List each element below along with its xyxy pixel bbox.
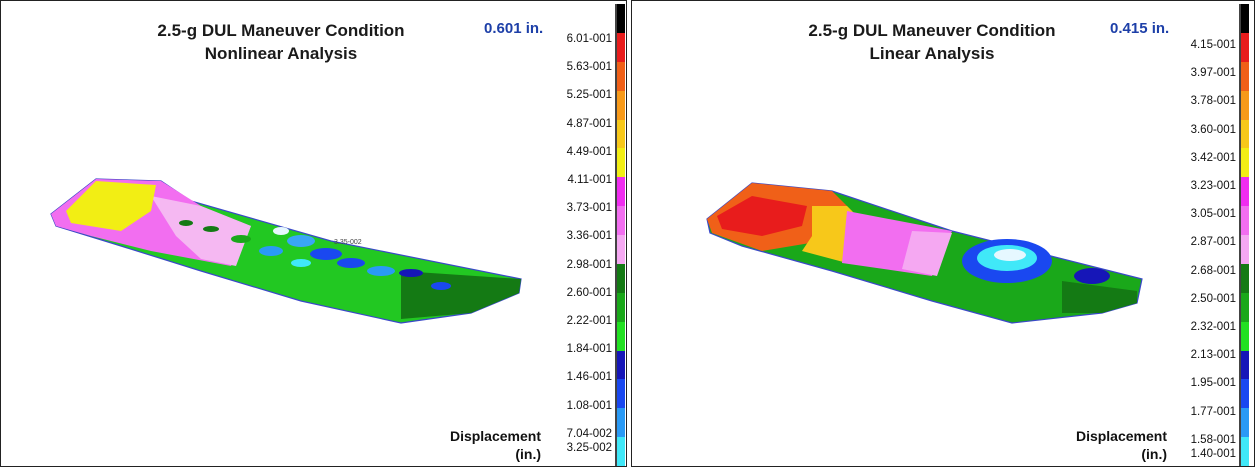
legend-swatch [1241,119,1249,149]
legend-tick-label: 2.50-001 [1190,292,1236,305]
linear-fem-model [706,182,1143,324]
panel-title: 2.5-g DUL Maneuver Condition Nonlinear A… [81,19,481,65]
legend-tick-label: 1.08-001 [566,399,612,412]
nonlinear-fem-model: 3.35-002 [50,178,522,324]
legend-swatch [1241,379,1249,409]
legend-tick-label: 3.36-001 [566,230,612,243]
legend-title: Displacement (in.) [441,427,541,463]
legend-swatch [1241,408,1249,438]
color-legend-bar [617,4,625,466]
legend-tick-label: 1.77-001 [1190,405,1236,418]
legend-swatch [1241,4,1249,34]
blue-displacement-bubbles [179,220,451,290]
legend-swatch [1241,263,1249,294]
legend-swatch [1241,437,1249,466]
legend-title-line1: Displacement [449,428,541,444]
legend-swatch [617,235,625,265]
legend-swatch [617,4,625,34]
title-line2: Linear Analysis [869,44,995,63]
legend-tick-label: 4.87-001 [566,117,612,130]
legend-swatch [1241,90,1249,120]
legend-swatch [1241,61,1249,92]
legend-swatch [617,408,625,438]
legend-tick-label: 5.25-001 [566,89,612,102]
light-pink-region [902,231,952,276]
legend-swatch [617,206,625,236]
light-pink-region [151,196,251,266]
legend-tick-label: 2.87-001 [1190,236,1236,249]
nonlinear-panel: 3.35-002 2.5-g DUL Maneuver Condition No… [0,0,627,467]
legend-swatch [1241,321,1249,351]
legend-tick-label: 4.15-001 [1190,39,1236,51]
legend-tick-label: 1.46-001 [566,371,612,384]
legend-tick-label: 6.01-001 [566,33,612,45]
legend-title-line2: (in.) [515,446,541,462]
legend-tick-label: 3.78-001 [1190,95,1236,108]
legend-title-line1: Displacement [1075,428,1167,444]
legend-tick-label: 1.84-001 [566,343,612,356]
yellow-peak-region [66,181,156,231]
title-line1: 2.5-g DUL Maneuver Condition [157,21,405,40]
legend-frame [615,4,617,466]
legend-tick-label: 1.40-001 [1190,447,1236,460]
legend-tick-label: 3.05-001 [1190,208,1236,221]
title-line2: Nonlinear Analysis [204,44,358,63]
legend-tick-label: 2.22-001 [566,315,612,327]
legend-swatch [617,292,625,323]
legend-swatch [1241,350,1249,380]
panel-title: 2.5-g DUL Maneuver Condition Linear Anal… [737,19,1127,65]
legend-tick-label: 5.63-001 [566,61,612,74]
dark-green-region [401,271,521,319]
legend-swatch [617,263,625,294]
legend-swatch [1241,292,1249,323]
legend-swatch [1241,148,1249,178]
legend-tick-label: 3.42-001 [1190,151,1236,164]
legend-tick-label: 3.73-001 [566,202,612,215]
dark-blue-region [1074,268,1110,284]
legend-tick-label: 3.97-001 [1190,67,1236,80]
legend-frame [1239,4,1241,466]
legend-tick-label: 2.60-001 [566,286,612,299]
legend-tick-label: 1.58-001 [1190,433,1236,446]
legend-tick-label: 3.25-002 [566,441,612,454]
legend-tick-label: 1.95-001 [1190,377,1236,390]
legend-tick-label: 7.04-002 [566,427,612,440]
probe-label: 3.35-002 [334,239,362,246]
legend-tick-label: 4.11-001 [567,174,612,186]
legend-swatch [617,379,625,409]
legend-tick-label: 2.13-001 [1190,349,1236,362]
dark-green-region [1062,281,1137,313]
legend-tick-label: 2.32-001 [1190,321,1236,333]
legend-swatch [617,119,625,149]
legend-tick-label: 2.68-001 [1190,264,1236,277]
legend-tick-label: 3.23-001 [1190,180,1236,192]
legend-title: Displacement (in.) [1057,427,1167,463]
legend-swatch [617,350,625,380]
red-peak-region [717,196,807,236]
legend-swatch [617,321,625,351]
legend-swatch [617,437,625,466]
legend-swatch [1241,32,1249,63]
legend-tick-label: 2.98-001 [566,258,612,271]
legend-swatch [617,90,625,120]
linear-panel: 2.5-g DUL Maneuver Condition Linear Anal… [631,0,1255,467]
legend-tick-label: 4.49-001 [566,145,612,158]
legend-swatch [617,32,625,63]
legend-swatch [1241,206,1249,236]
color-legend-bar [1241,4,1249,466]
legend-swatch [1241,235,1249,265]
title-line1: 2.5-g DUL Maneuver Condition [808,21,1056,40]
legend-swatch [617,177,625,207]
peak-displacement: 0.415 in. [1110,20,1170,37]
legend-title-line2: (in.) [1141,446,1167,462]
legend-swatch [617,148,625,178]
legend-tick-label: 3.60-001 [1190,123,1236,136]
peak-displacement: 0.601 in. [484,20,544,37]
light-cyan-region [994,249,1026,261]
legend-swatch [1241,177,1249,207]
legend-swatch [617,61,625,92]
